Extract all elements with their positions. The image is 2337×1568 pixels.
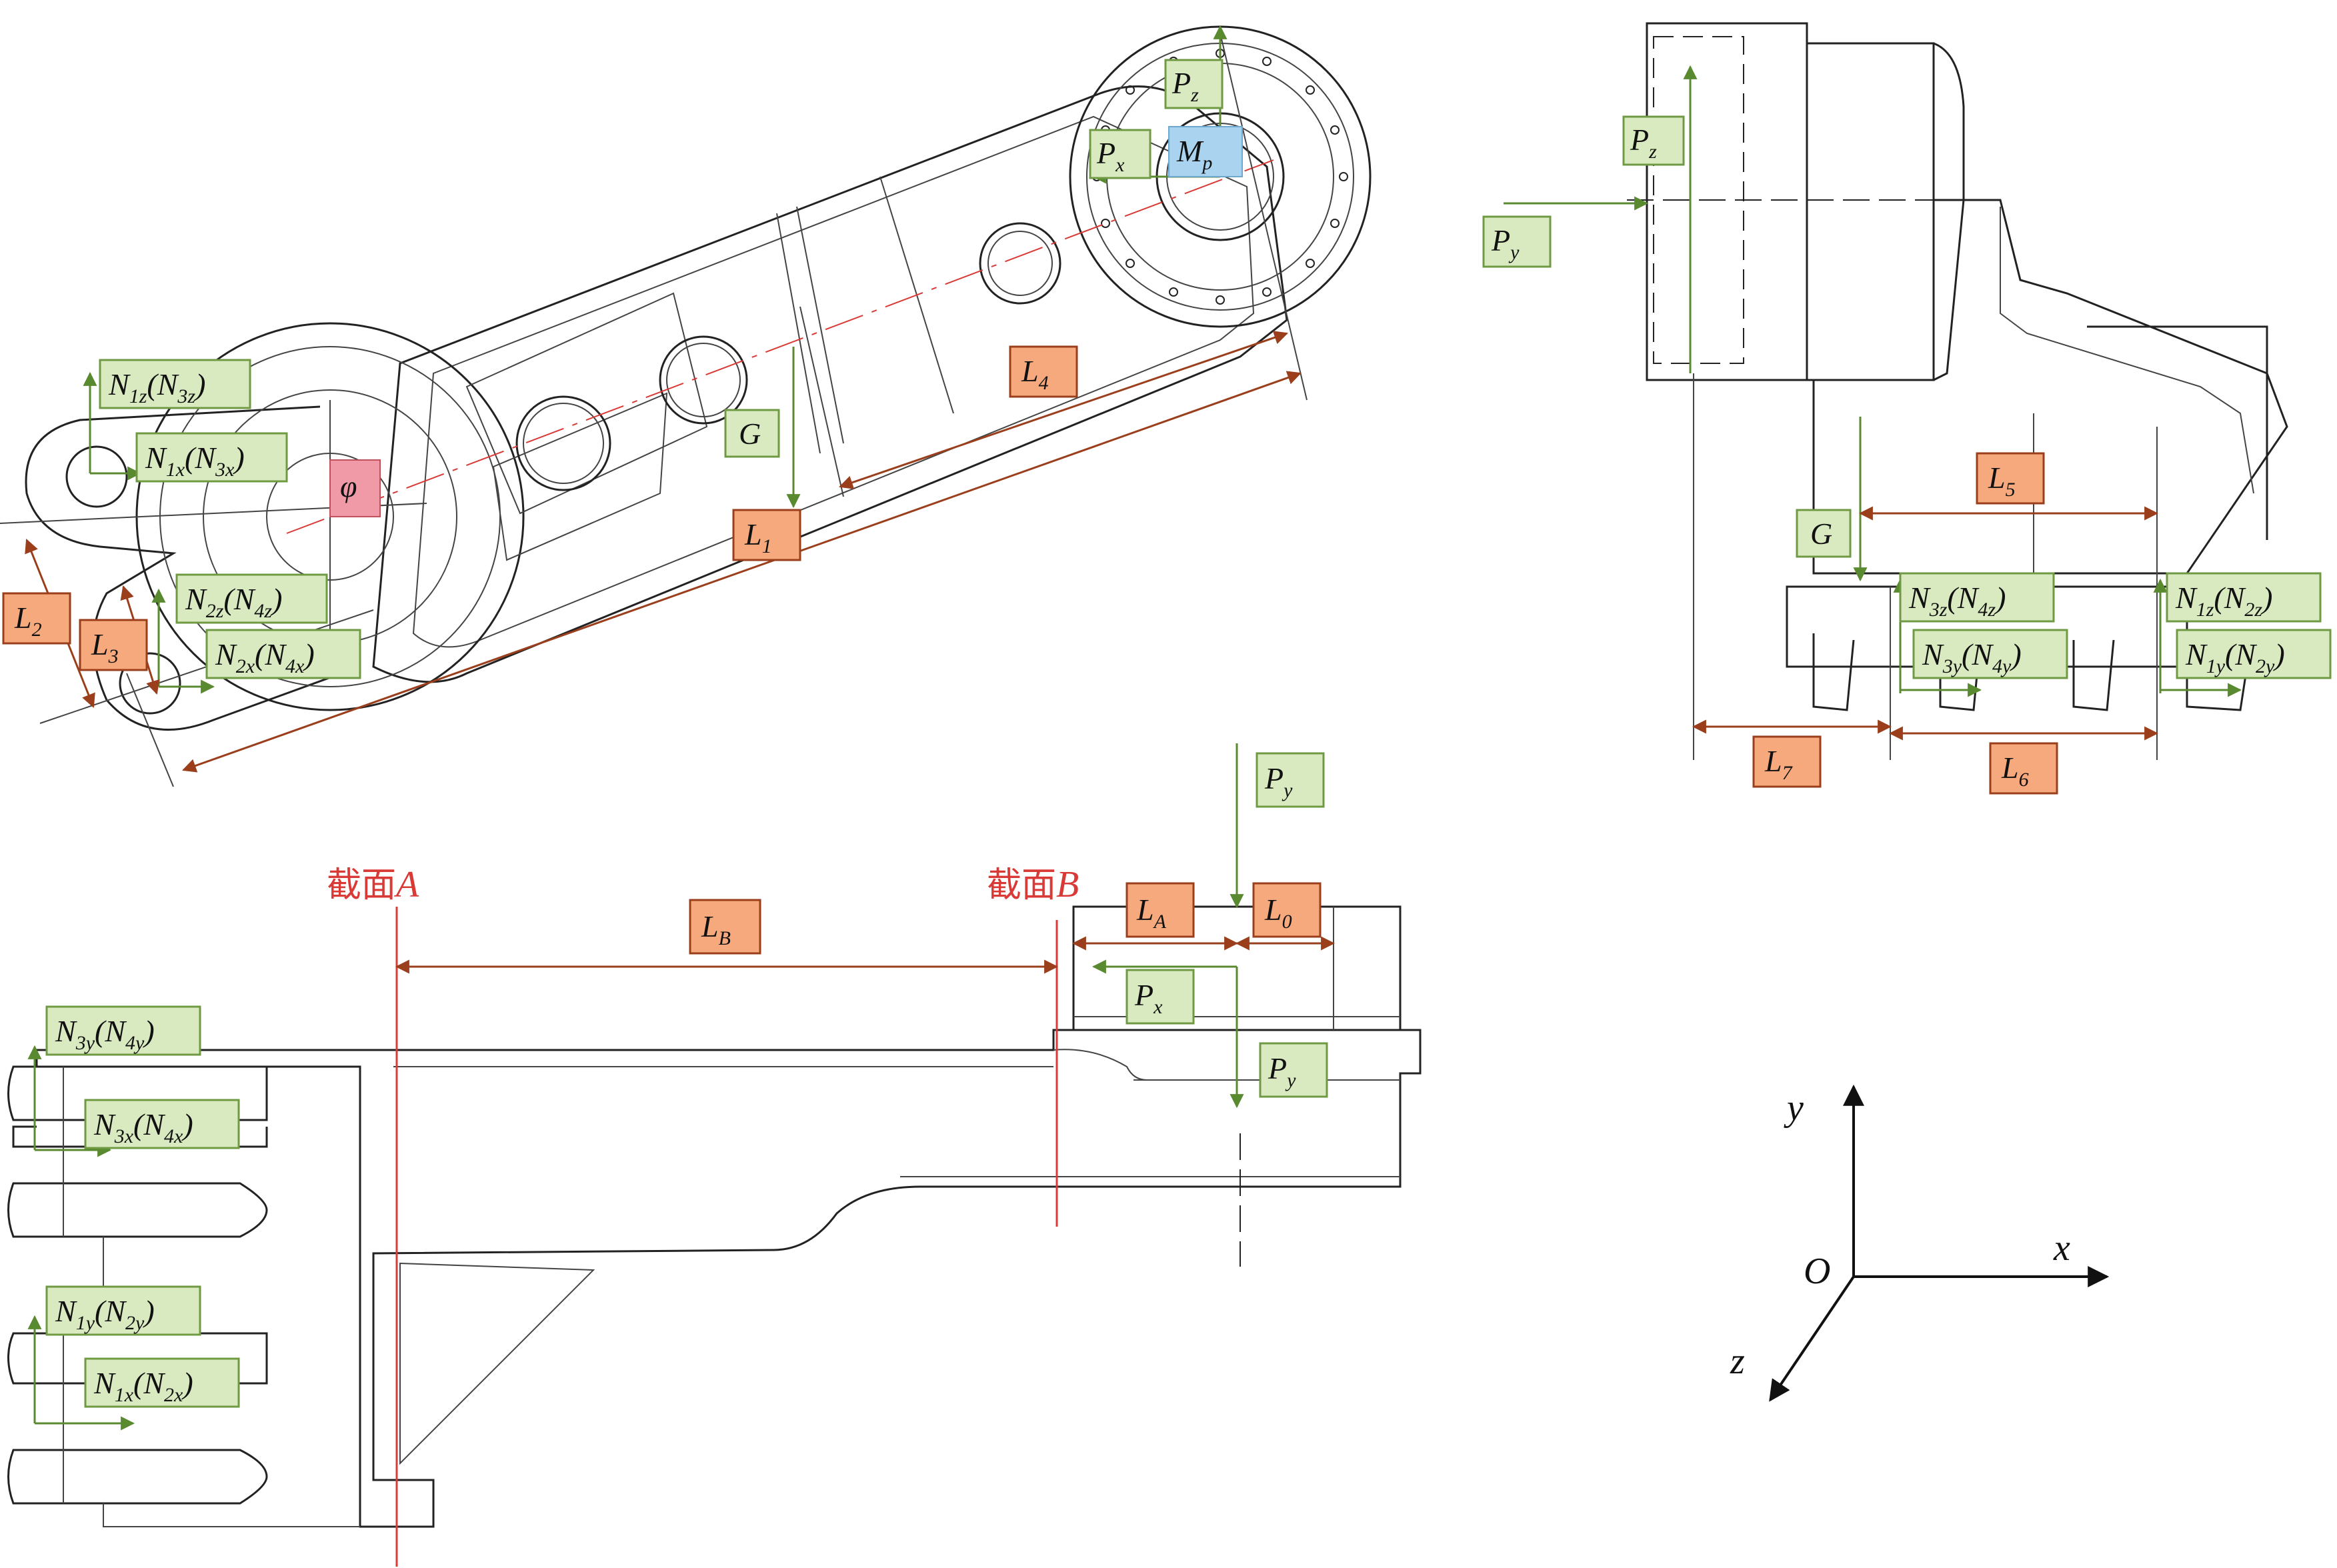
svg-text:N3y(N4y): N3y(N4y)	[1922, 637, 2022, 677]
svg-text:G: G	[739, 417, 761, 451]
front-lugs	[7, 1065, 360, 1527]
y-axis-label: y	[1784, 1087, 1804, 1129]
svg-text:Pz: Pz	[1630, 123, 1657, 163]
svg-text:N2z(N4z): N2z(N4z)	[185, 582, 282, 622]
svg-text:N1y(N2y): N1y(N2y)	[55, 1294, 155, 1334]
label-la: LA	[1125, 882, 1195, 938]
label-n3z-n4z: N3z(N4z)	[1899, 572, 2055, 623]
side-view	[1504, 22, 2288, 760]
label-n2x-n4x: N2x(N4x)	[205, 629, 361, 679]
svg-text:LB: LB	[701, 909, 731, 949]
x-axis-label: x	[2053, 1227, 2070, 1269]
svg-text:G: G	[1810, 517, 1832, 551]
label-mp: Mp	[1168, 126, 1243, 177]
svg-text:Py: Py	[1264, 761, 1293, 801]
svg-text:L3: L3	[91, 627, 119, 667]
lug-hole-1	[65, 445, 128, 508]
label-n1y-n2y-side: N1y(N2y)	[2176, 629, 2332, 679]
svg-text:L1: L1	[744, 517, 772, 557]
label-py-side: Py	[1482, 215, 1552, 268]
label-n1x-n3x: N1x(N3x)	[135, 432, 288, 483]
label-g-side: G	[1796, 509, 1852, 558]
z-axis-arrow	[1769, 1275, 1855, 1402]
svg-text:N1x(N2x): N1x(N2x)	[93, 1366, 193, 1406]
label-lb: LB	[689, 899, 761, 955]
label-py-front-top: Py	[1256, 752, 1325, 808]
svg-text:N1y(N2y): N1y(N2y)	[2185, 637, 2285, 677]
svg-text:Px: Px	[1096, 136, 1125, 176]
svg-text:Py: Py	[1268, 1051, 1296, 1091]
label-l0: L0	[1252, 882, 1322, 938]
label-n2z-n4z: N2z(N4z)	[175, 573, 328, 624]
label-pz-side: Pz	[1622, 115, 1685, 166]
svg-text:N1x(N3x): N1x(N3x)	[145, 441, 245, 481]
label-n1x-n2x-front: N1x(N2x)	[84, 1357, 240, 1408]
label-l3: L3	[79, 619, 148, 671]
svg-text:Py: Py	[1491, 223, 1520, 263]
svg-text:Pz: Pz	[1172, 66, 1199, 106]
label-pz-top: Pz	[1164, 59, 1224, 109]
left-lug-outline	[25, 405, 361, 731]
label-l4: L4	[1009, 345, 1078, 398]
label-l2: L2	[2, 592, 71, 645]
label-n3y-n4y-side: N3y(N4y)	[1912, 629, 2068, 679]
label-py-front: Py	[1259, 1042, 1328, 1098]
top-view	[0, 25, 1372, 787]
origin-label: O	[1804, 1251, 1830, 1292]
label-section-a: 截面A	[327, 864, 419, 905]
label-n1y-n2y-front: N1y(N2y)	[45, 1285, 201, 1336]
svg-text:Mp: Mp	[1176, 134, 1212, 174]
svg-text:N1z(N2z): N1z(N2z)	[2175, 581, 2272, 621]
label-l6: L6	[1989, 742, 2058, 795]
label-section-b: 截面B	[987, 864, 1079, 905]
z-axis-label: z	[1730, 1341, 1745, 1382]
arm-hole-3	[979, 222, 1061, 305]
label-l5: L5	[1976, 452, 2045, 505]
label-px-top: Px	[1089, 129, 1151, 179]
svg-text:L6: L6	[2001, 751, 2029, 791]
svg-text:LA: LA	[1136, 893, 1167, 933]
svg-text:L4: L4	[1021, 354, 1049, 394]
label-g-top: G	[724, 409, 780, 458]
label-px-front: Px	[1125, 969, 1195, 1025]
front-beam-outline	[35, 1029, 1422, 1528]
arm-hole-1	[515, 395, 611, 491]
svg-text:N3z(N4z): N3z(N4z)	[1908, 581, 2006, 621]
svg-text:N2x(N4x): N2x(N4x)	[215, 637, 315, 677]
svg-text:L5: L5	[1988, 461, 2016, 501]
svg-text:N3x(N4x): N3x(N4x)	[93, 1107, 193, 1147]
svg-text:L7: L7	[1764, 744, 1794, 784]
svg-text:N3y(N4y): N3y(N4y)	[55, 1014, 155, 1054]
label-n1z-n2z: N1z(N2z)	[2166, 572, 2322, 623]
label-n3x-n4x-front: N3x(N4x)	[84, 1099, 240, 1149]
svg-text:φ: φ	[340, 469, 357, 503]
label-n3y-n4y-front: N3y(N4y)	[45, 1005, 201, 1056]
svg-text:截面B: 截面B	[987, 864, 1079, 905]
label-l7: L7	[1752, 735, 1822, 788]
svg-text:L2: L2	[14, 601, 42, 641]
label-phi: φ	[329, 459, 381, 517]
front-view	[7, 743, 1422, 1567]
svg-text:截面A: 截面A	[327, 864, 419, 905]
svg-text:N1z(N3z): N1z(N3z)	[108, 367, 205, 407]
side-flange-outline	[1646, 22, 1808, 381]
label-n1z-n3z: N1z(N3z)	[99, 359, 251, 409]
label-l1: L1	[732, 509, 801, 561]
svg-text:L0: L0	[1264, 893, 1292, 933]
coordinate-axes: y x z O	[1730, 1084, 2110, 1402]
svg-text:Px: Px	[1134, 978, 1163, 1018]
